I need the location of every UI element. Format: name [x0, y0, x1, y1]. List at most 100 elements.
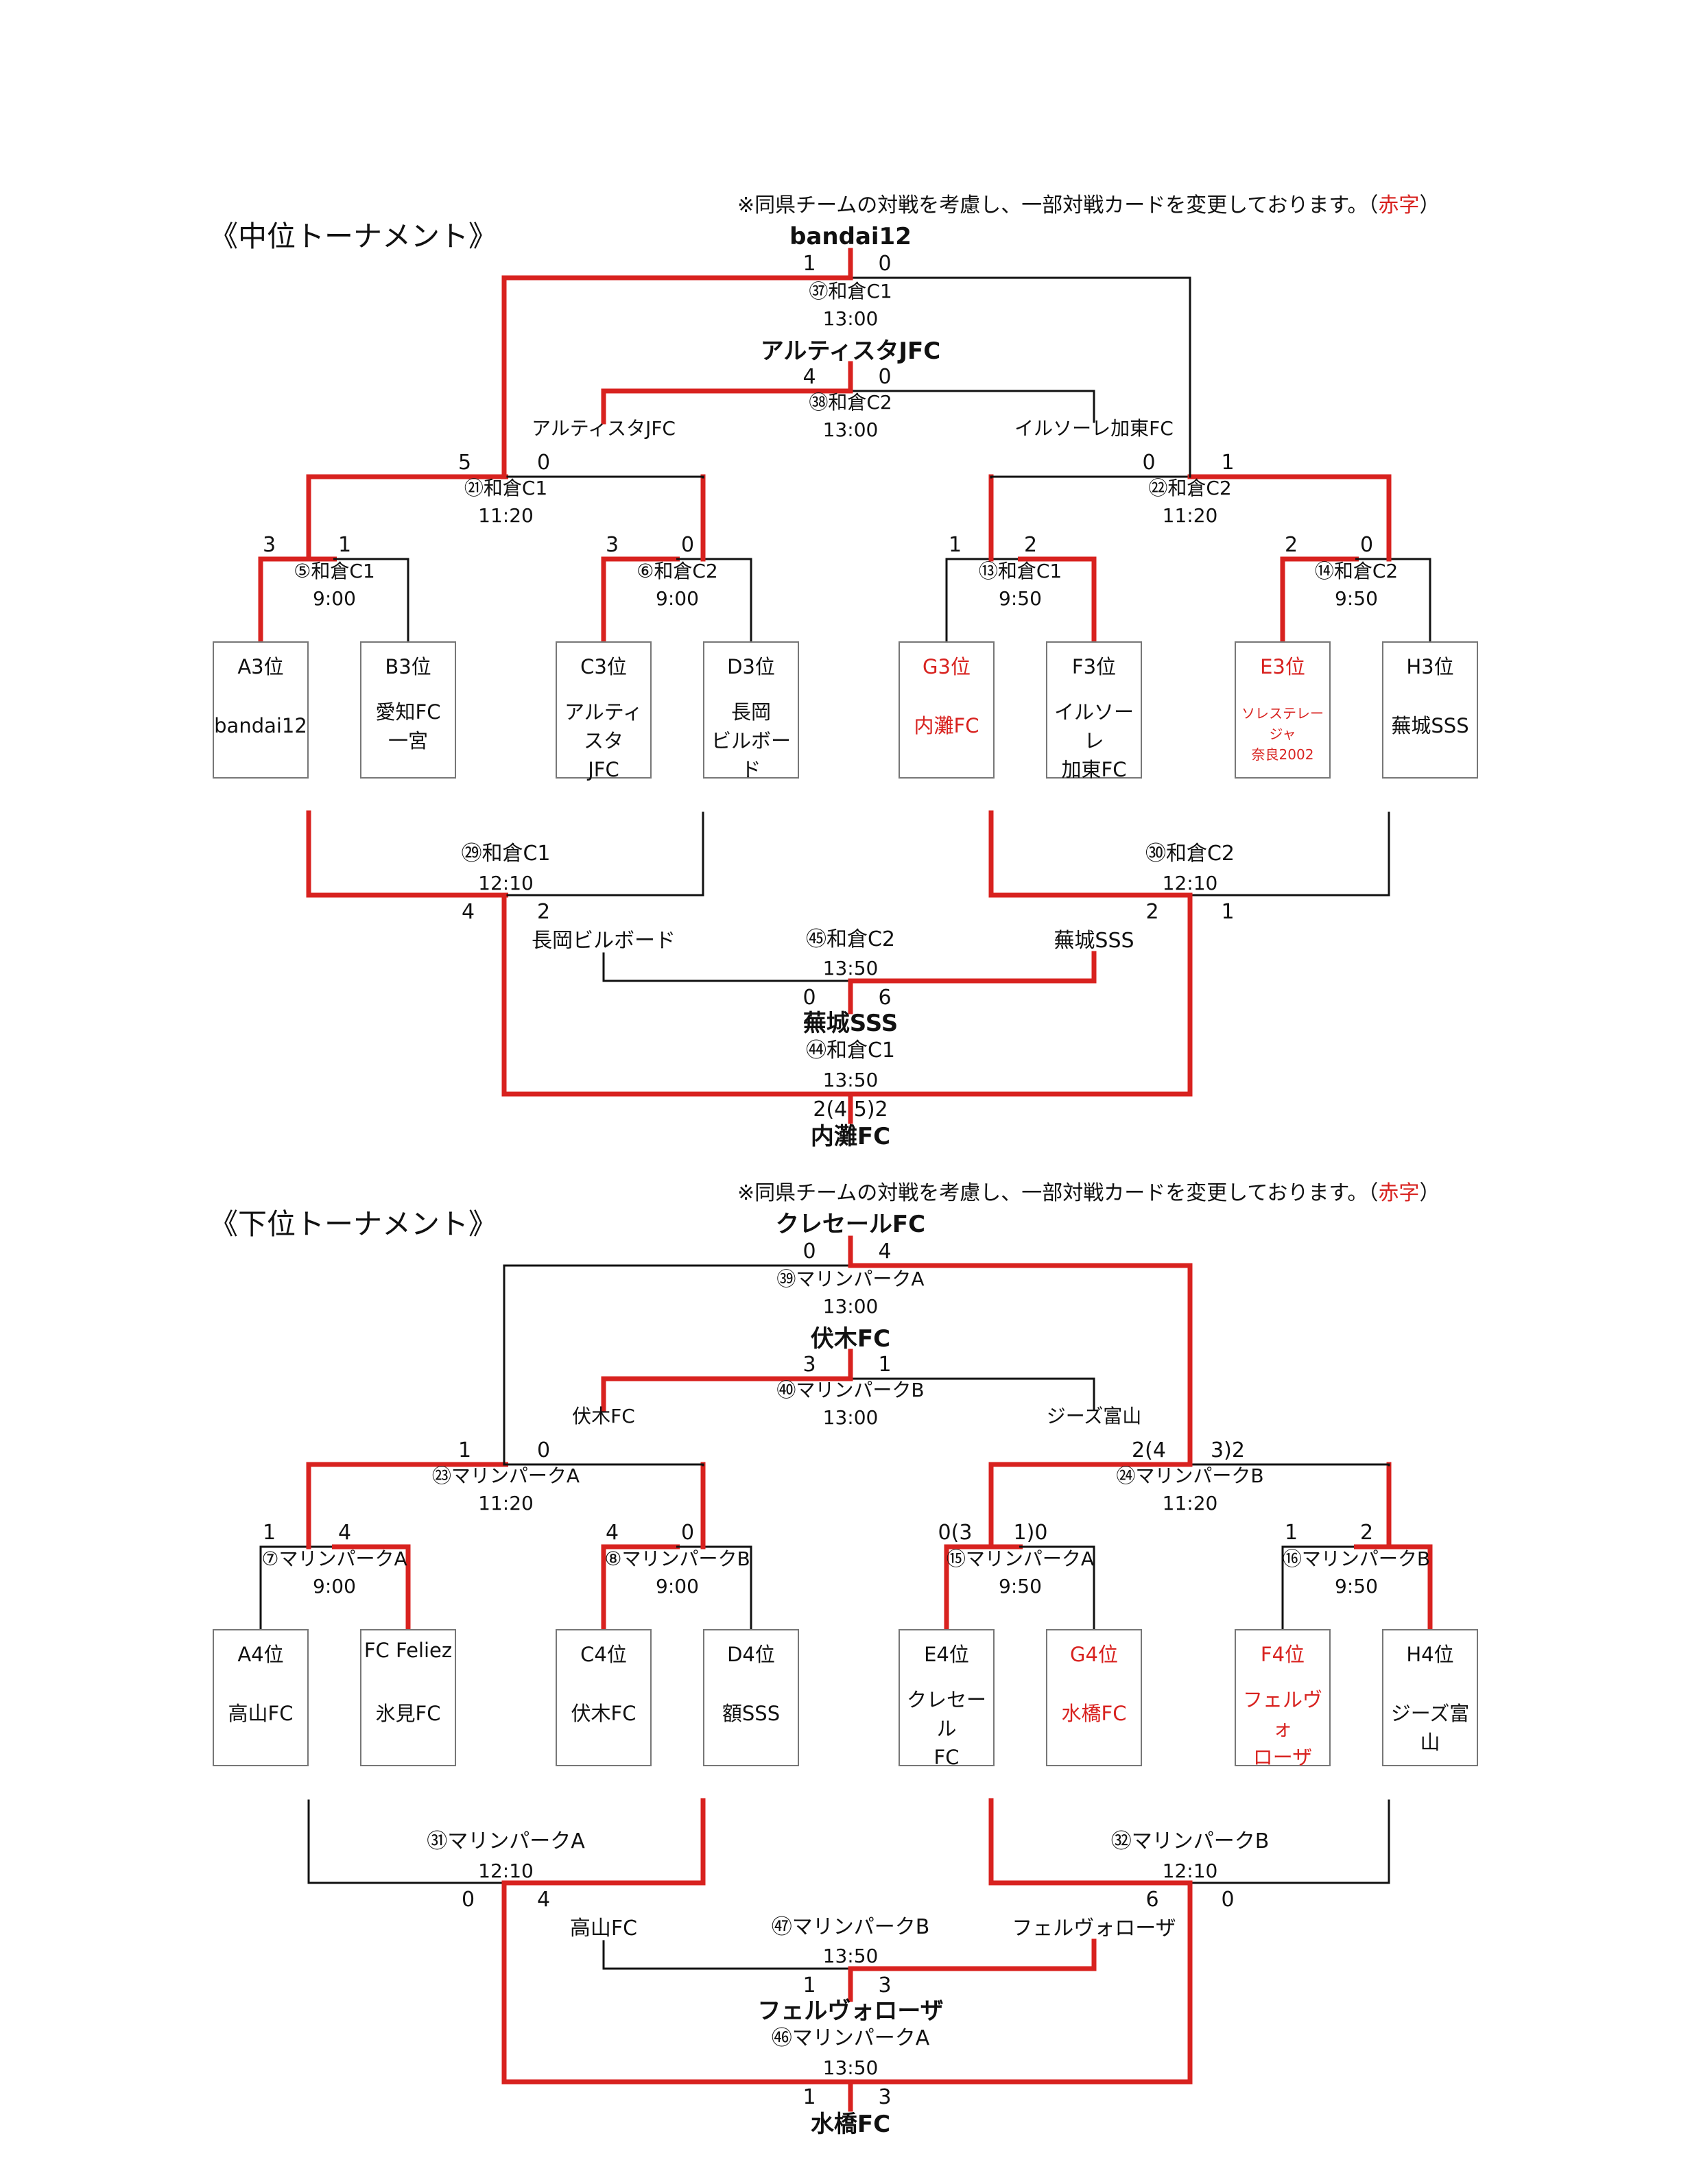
team-seed: A3位 — [237, 655, 284, 678]
team-name-line: 一宮 — [388, 729, 428, 752]
score-right: 2 — [536, 900, 551, 924]
lower-semi-team-left: 長岡ビルボード — [532, 929, 676, 953]
team-name: 伏木FC — [557, 1699, 650, 1728]
match-time: 9:00 — [656, 1575, 699, 1598]
match-time: 12:10 — [478, 1860, 534, 1882]
match-time: 11:20 — [478, 1492, 534, 1515]
team-seed: D4位 — [727, 1643, 775, 1666]
match-time: 13:00 — [822, 1406, 879, 1429]
lower-semi-team-right: 蕪城SSS — [1054, 929, 1134, 953]
semi-team-right: ジーズ富山 — [1046, 1405, 1142, 1427]
score-right: 0 — [1359, 533, 1374, 557]
team-name: ソレステレージャ奈良2002 — [1236, 703, 1329, 765]
match-venue: ㉒和倉C2 — [1148, 477, 1232, 499]
match-time: 9:00 — [313, 587, 356, 610]
team-seed: F3位 — [1071, 655, 1117, 678]
team-name-line: 内灘FC — [914, 714, 979, 737]
team-name-line: フェルヴォ — [1242, 1688, 1322, 1740]
match-time: 9:00 — [656, 587, 699, 610]
team-box: H3位蕪城SSS — [1382, 641, 1478, 779]
lower-semi-team-right: フェルヴォローザ — [1012, 1916, 1176, 1940]
champion-name: bandai12 — [789, 223, 912, 250]
lower-semi-winner: フェルヴォローザ — [757, 1997, 944, 2025]
score-right: 0 — [680, 1521, 695, 1545]
match-time: 9:50 — [1335, 587, 1378, 610]
team-name: 氷見FC — [361, 1699, 455, 1728]
match-time: 12:10 — [478, 872, 534, 894]
team-box: G4位水橋FC — [1046, 1629, 1142, 1766]
team-name-line: 愛知FC — [375, 700, 441, 724]
team-box: F3位イルソーレ加東FC — [1046, 641, 1142, 781]
semi-winner: アルティスタJFC — [760, 337, 941, 365]
match-time: 11:20 — [1162, 1492, 1218, 1515]
score-left: 4 — [605, 1521, 619, 1545]
score-right: 0 — [878, 365, 892, 389]
score-left: 2 — [1284, 533, 1298, 557]
team-seed: E4位 — [924, 1643, 969, 1666]
team-seed: G3位 — [923, 655, 971, 678]
team-seed: D3位 — [727, 655, 775, 678]
team-name-line: アルティスタ — [564, 700, 643, 752]
section-title: 《中位トーナメント》 — [209, 219, 498, 253]
semi-team-right: イルソーレ加東FC — [1014, 417, 1174, 440]
match-time: 13:50 — [822, 1945, 879, 1967]
team-name: 額SSS — [704, 1699, 798, 1728]
match-venue: ㊲和倉C1 — [809, 280, 892, 302]
score-left: 1 — [1284, 1521, 1298, 1545]
team-seed: A4位 — [237, 1643, 284, 1666]
team-name-line: ジーズ富山 — [1390, 1702, 1470, 1754]
match-venue: ㉜マリンパークB — [1110, 1829, 1270, 1853]
team-name-line: 蕪城SSS — [1391, 714, 1469, 737]
score-left: 1 — [802, 1973, 816, 1997]
lower-final-winner: 内灘FC — [810, 1123, 891, 1150]
match-time: 9:50 — [999, 587, 1042, 610]
team-name-line: 水橋FC — [1061, 1702, 1127, 1725]
score-right: 1 — [1221, 900, 1235, 924]
team-name: フェルヴォローザ — [1236, 1685, 1329, 1772]
team-name: 高山FC — [214, 1699, 307, 1728]
score-right: 3 — [878, 1973, 892, 1997]
team-seed: FC Feliez — [364, 1639, 453, 1662]
team-box: FC Feliez 氷見FC — [360, 1629, 456, 1766]
team-name: bandai12 — [214, 711, 307, 740]
match-venue: ㊳和倉C2 — [809, 391, 892, 414]
match-time: 13:50 — [822, 2056, 879, 2079]
match-time: 9:00 — [313, 1575, 356, 1598]
match-time: 13:00 — [822, 418, 879, 441]
match-venue: ㊼マリンパークB — [771, 1915, 930, 1939]
team-name: ジーズ富山 — [1383, 1699, 1477, 1757]
score-left: 1 — [948, 533, 962, 557]
team-seed: C4位 — [580, 1643, 627, 1666]
team-seed: H4位 — [1406, 1643, 1454, 1666]
match-venue: ㉚和倉C2 — [1145, 842, 1235, 866]
score-right: 3 — [878, 2085, 892, 2109]
score-right: 2 — [1023, 533, 1038, 557]
match-time: 13:00 — [822, 1295, 879, 1318]
team-name-line: ローザ — [1252, 1746, 1313, 1769]
match-venue: ㉙和倉C1 — [461, 842, 551, 866]
score-left: 1 — [802, 252, 816, 276]
semi-team-left: アルティスタJFC — [532, 417, 676, 440]
score-right: 0 — [536, 1438, 551, 1462]
match-venue: ㉔マリンパークB — [1116, 1464, 1264, 1487]
team-name: イルソーレ加東FC — [1047, 698, 1141, 784]
notice-prefix: ※同県チームの対戦を考慮し、一部対戦カードを変更しております。（ — [737, 1181, 1379, 1205]
team-box: F4位フェルヴォローザ — [1235, 1629, 1331, 1769]
score-right: 3)2 — [1211, 1438, 1245, 1462]
score-left: 1 — [457, 1438, 472, 1462]
lower-final-score: 2(4 5)2 — [813, 1097, 888, 1121]
team-name-line: bandai12 — [214, 714, 307, 737]
score-left: 1 — [802, 2085, 816, 2109]
notice-prefix: ※同県チームの対戦を考慮し、一部対戦カードを変更しております。（ — [737, 193, 1379, 217]
team-name: 長岡ビルボード — [704, 698, 798, 784]
team-name-line: 加東FC — [1061, 758, 1127, 781]
score-right: 1 — [1221, 451, 1235, 475]
team-name-line: 長岡 — [730, 700, 771, 724]
score-left: 0 — [802, 986, 816, 1010]
team-box: G3位内灘FC — [899, 641, 995, 779]
champion-name: クレセールFC — [775, 1211, 926, 1238]
